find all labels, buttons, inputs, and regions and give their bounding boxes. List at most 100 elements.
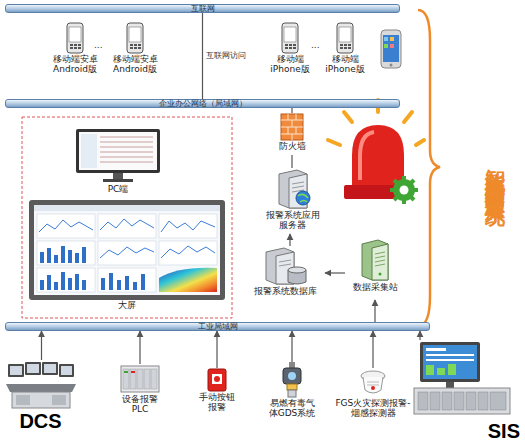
graphic-part	[123, 369, 129, 389]
graphic-part	[98, 214, 156, 238]
graphic-part	[284, 27, 296, 42]
graphic-part	[37, 268, 95, 292]
connector	[202, 13, 203, 99]
node-label: 设备报警 PLC	[120, 394, 160, 415]
graphic-part	[359, 368, 387, 398]
mobile-client: 移动端 iPhone版	[317, 22, 373, 84]
graphic-part	[54, 255, 58, 263]
graphic-part	[29, 200, 225, 300]
icon	[66, 22, 84, 54]
pc-client: PC端	[72, 128, 164, 198]
graphic-part	[124, 371, 128, 373]
node-label: 移动端 iPhone版	[265, 54, 315, 75]
ellipsis-label: ...	[311, 40, 320, 50]
graphic-part	[82, 247, 86, 263]
graphic-part	[375, 256, 385, 258]
graphic-part	[292, 120, 293, 127]
graphic-part	[384, 44, 388, 48]
graphic-part	[390, 176, 418, 204]
node-label: 大屏	[118, 300, 136, 310]
graphic-part	[8, 362, 74, 377]
graphic-part	[125, 276, 129, 290]
graphic-part	[367, 382, 379, 383]
graphic-part	[420, 342, 480, 382]
graphic-part	[47, 248, 51, 263]
graphic-part	[430, 392, 440, 410]
graphic-part	[426, 364, 456, 375]
graphic-part	[127, 23, 143, 53]
graphic-part	[288, 267, 306, 273]
graphic-part	[42, 362, 58, 375]
graphic-part	[138, 47, 141, 49]
iphone-image	[381, 30, 401, 68]
graphic-part	[214, 376, 220, 382]
graphic-part	[289, 362, 295, 368]
big-screen: 大屏	[28, 200, 226, 316]
icon	[410, 340, 514, 416]
icon	[359, 368, 387, 398]
graphic-part	[400, 186, 409, 195]
graphic-part	[27, 364, 39, 373]
graphic-part	[109, 273, 113, 290]
graphic-part	[340, 44, 351, 49]
icon	[336, 22, 354, 54]
graphic-part	[426, 359, 474, 361]
graphic-part	[117, 280, 121, 290]
icon	[207, 368, 227, 392]
graphic-part	[74, 47, 77, 49]
graphic-part	[44, 364, 56, 373]
graphic-part	[348, 44, 351, 46]
graphic-part	[159, 214, 217, 238]
edge-label: 互联网访问	[206, 50, 246, 61]
graphic-part	[394, 180, 414, 200]
graphic-part	[285, 44, 296, 49]
graphic-part	[400, 186, 409, 195]
graphic-part	[446, 382, 454, 388]
mobile-client: 移动端 iPhone版	[262, 22, 318, 84]
graphic-part	[59, 364, 74, 377]
connector	[372, 331, 373, 368]
graphic-part	[66, 22, 84, 54]
node-label: 报警系统数据库	[254, 286, 317, 296]
graphic-part	[340, 47, 343, 49]
graphic-part	[466, 392, 476, 410]
graphic-part	[69, 27, 81, 42]
icon	[279, 362, 305, 398]
graphic-part	[289, 47, 292, 49]
graphic-part	[34, 205, 220, 211]
graphic-part	[279, 260, 291, 266]
graphic-part	[273, 168, 313, 210]
graphic-part	[100, 157, 153, 158]
collection-station: 数据采集站	[345, 238, 405, 300]
graphic-part	[426, 348, 474, 361]
network-band: 工业局域网	[5, 322, 430, 331]
graphic-part	[67, 23, 83, 53]
graphic-part	[293, 44, 296, 46]
node-label: 防火墙	[279, 141, 306, 151]
graphic-part	[339, 27, 351, 42]
graphic-part	[134, 44, 137, 46]
graphic-part	[79, 132, 157, 170]
graphic-part	[426, 348, 446, 351]
graphic-part	[442, 392, 452, 410]
graphic-part	[293, 47, 296, 49]
network-band: 互联网	[5, 4, 400, 13]
icon	[281, 22, 299, 54]
graphic-part	[40, 246, 145, 290]
graphic-part	[6, 384, 76, 392]
graphic-part	[423, 345, 477, 379]
graphic-part	[410, 340, 514, 416]
graphic-part	[52, 395, 66, 405]
graphic-part	[285, 44, 288, 46]
graphic-part	[375, 252, 385, 254]
graphic-part	[298, 194, 308, 202]
graphic-part	[344, 44, 347, 46]
graphic-part	[279, 362, 305, 398]
graphic-part	[279, 264, 291, 266]
graphic-part	[360, 132, 374, 180]
database: 报警系统数据库	[245, 246, 325, 302]
graphic-part	[130, 47, 133, 49]
graphic-part	[418, 392, 428, 410]
graphic-part	[39, 220, 93, 232]
graphic-part	[133, 282, 137, 290]
